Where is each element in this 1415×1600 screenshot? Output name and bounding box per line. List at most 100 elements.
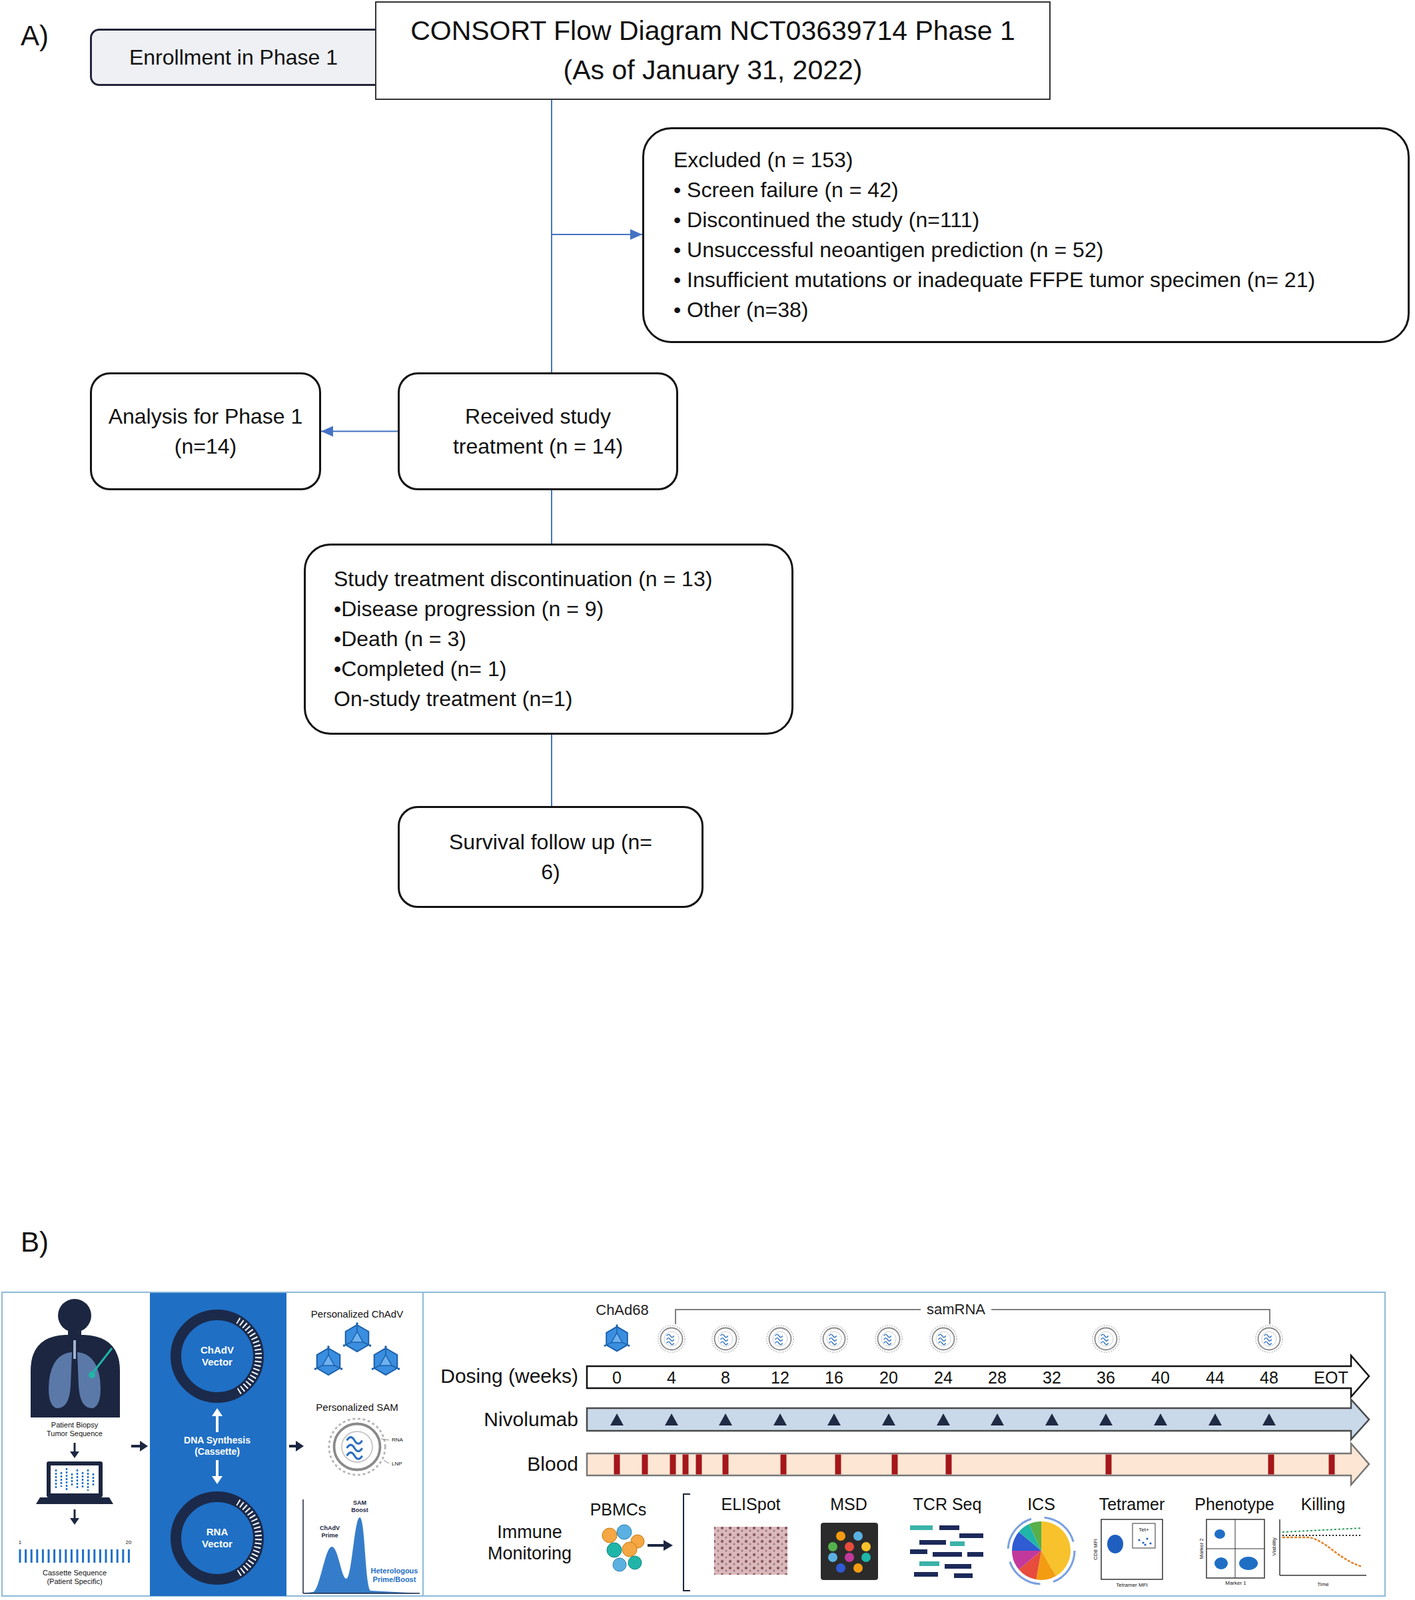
pbmc-cluster bbox=[606, 1542, 622, 1558]
node-text: 12 bbox=[770, 1369, 790, 1386]
ics-pie bbox=[1007, 1517, 1075, 1585]
vector-icon bbox=[381, 1438, 390, 1441]
vector-icon bbox=[329, 1418, 386, 1475]
node-text: 8 bbox=[720, 1369, 731, 1386]
killing-plot bbox=[1279, 1574, 1367, 1577]
node-text: Survival follow up (n= 6) bbox=[446, 827, 655, 888]
drug-band: Nivolumab bbox=[586, 1399, 1370, 1441]
tcr-image bbox=[910, 1549, 928, 1555]
synthesis-ground bbox=[149, 1293, 287, 1597]
band-arrow bbox=[586, 1399, 1370, 1440]
ring-outline bbox=[175, 1496, 259, 1580]
band-shape bbox=[586, 1442, 1370, 1486]
patient-figure bbox=[30, 1335, 120, 1418]
dose-triangle bbox=[936, 1413, 950, 1426]
discontinuation-box: Study treatment discontinuation (n = 13)… bbox=[303, 543, 794, 735]
flow-arrow bbox=[131, 1444, 142, 1448]
tetramer-plot bbox=[1143, 1543, 1146, 1546]
elispot-image bbox=[714, 1526, 788, 1575]
pbmc-cluster bbox=[616, 1524, 632, 1540]
synthesis-ground bbox=[211, 1408, 223, 1417]
vector-icon bbox=[371, 1345, 401, 1376]
pbmc-cluster bbox=[663, 1540, 673, 1551]
msd-image bbox=[861, 1542, 871, 1552]
msd-image bbox=[844, 1552, 855, 1563]
dose-triangle bbox=[1153, 1413, 1168, 1426]
dose-triangle bbox=[1208, 1413, 1222, 1426]
callout-label: LNP bbox=[391, 1460, 403, 1468]
vector-ring: RNA Vector bbox=[168, 1489, 266, 1587]
treatment-box: Received study treatment (n = 14) bbox=[397, 372, 679, 491]
laptop-icon bbox=[55, 1468, 94, 1491]
node-text: CONSORT Flow Diagram NCT03639714 Phase 1… bbox=[396, 11, 1030, 91]
pbmc-cluster bbox=[602, 1528, 617, 1543]
dose-icon bbox=[603, 1324, 1283, 1353]
node-text: 4 bbox=[666, 1369, 677, 1386]
ics-pie bbox=[1011, 1550, 1042, 1570]
blood-draw-mark bbox=[642, 1454, 649, 1475]
tetramer-plot bbox=[1149, 1542, 1152, 1545]
synthesis-ground bbox=[215, 1415, 219, 1433]
synthesis-ground bbox=[149, 1293, 287, 1597]
msd-image bbox=[820, 1522, 879, 1581]
pbmc-cluster bbox=[647, 1544, 665, 1547]
patient-figure bbox=[30, 1299, 120, 1418]
dose-triangle bbox=[882, 1413, 896, 1426]
blood-draw-mark bbox=[670, 1454, 677, 1475]
blood-draw-mark bbox=[780, 1454, 787, 1475]
patient-figure bbox=[73, 1340, 76, 1360]
phenotype-plot bbox=[1206, 1519, 1265, 1579]
dose-icon bbox=[1092, 1325, 1120, 1353]
laptop-icon bbox=[35, 1461, 114, 1505]
assay-label: Phenotype bbox=[1194, 1494, 1275, 1515]
node-text: • Other (n=38) bbox=[673, 295, 1388, 326]
node-text: • Unsuccessful neoantigen prediction (n … bbox=[673, 235, 1388, 266]
prime-boost-graph bbox=[303, 1517, 420, 1594]
figure-label: SAM Boost bbox=[345, 1499, 375, 1515]
vector-ring: ChAdV Vector bbox=[168, 1307, 266, 1406]
connector bbox=[550, 490, 553, 544]
killing-plot bbox=[1282, 1528, 1363, 1533]
dose-triangle bbox=[773, 1413, 787, 1426]
connector bbox=[551, 99, 643, 235]
elispot-image bbox=[714, 1526, 788, 1575]
band-arrow bbox=[586, 1443, 1370, 1485]
tcr-image bbox=[949, 1541, 965, 1547]
tick-number: 1 bbox=[18, 1539, 22, 1547]
tcr-image bbox=[967, 1552, 984, 1557]
dose-triangle bbox=[718, 1413, 733, 1426]
enrollment-box: Enrollment in Phase 1 bbox=[89, 28, 378, 86]
assay-label: Tetramer bbox=[1099, 1494, 1166, 1515]
panel-frame bbox=[1, 1292, 1386, 1597]
tcr-image bbox=[919, 1561, 940, 1567]
pbmc-cluster bbox=[683, 1494, 691, 1591]
vector-icon bbox=[314, 1345, 344, 1376]
dose-triangle bbox=[1099, 1413, 1113, 1426]
flow-arrow bbox=[139, 1440, 148, 1452]
msd-image bbox=[844, 1542, 855, 1552]
node-text: Received study treatment (n = 14) bbox=[426, 401, 650, 462]
panel-frame bbox=[422, 1292, 424, 1597]
tcr-image bbox=[953, 1573, 973, 1579]
node-text: 0 bbox=[612, 1369, 622, 1386]
flow-arrow bbox=[69, 1451, 80, 1459]
title-box: CONSORT Flow Diagram NCT03639714 Phase 1… bbox=[375, 1, 1051, 100]
figure-label: Immune Monitoring bbox=[472, 1521, 587, 1565]
pbmc-cluster bbox=[612, 1558, 627, 1572]
dose-triangle bbox=[664, 1413, 679, 1426]
node-text: • Discontinued the study (n=111) bbox=[673, 205, 1388, 236]
tcr-image bbox=[959, 1533, 984, 1539]
msd-image bbox=[861, 1552, 871, 1563]
cassette-ticks bbox=[237, 1502, 259, 1574]
tcr-image bbox=[910, 1525, 984, 1579]
node-text: •Completed (n= 1) bbox=[333, 654, 772, 685]
node-text: 20 bbox=[879, 1369, 899, 1386]
killing-plot bbox=[1282, 1534, 1363, 1537]
ics-pie bbox=[1028, 1521, 1042, 1551]
tcr-image bbox=[944, 1564, 972, 1569]
flow-arrow bbox=[295, 1440, 304, 1452]
dose-triangle bbox=[1262, 1413, 1276, 1426]
blood-draw-mark bbox=[614, 1454, 621, 1475]
tetramer-plot bbox=[1107, 1534, 1124, 1554]
